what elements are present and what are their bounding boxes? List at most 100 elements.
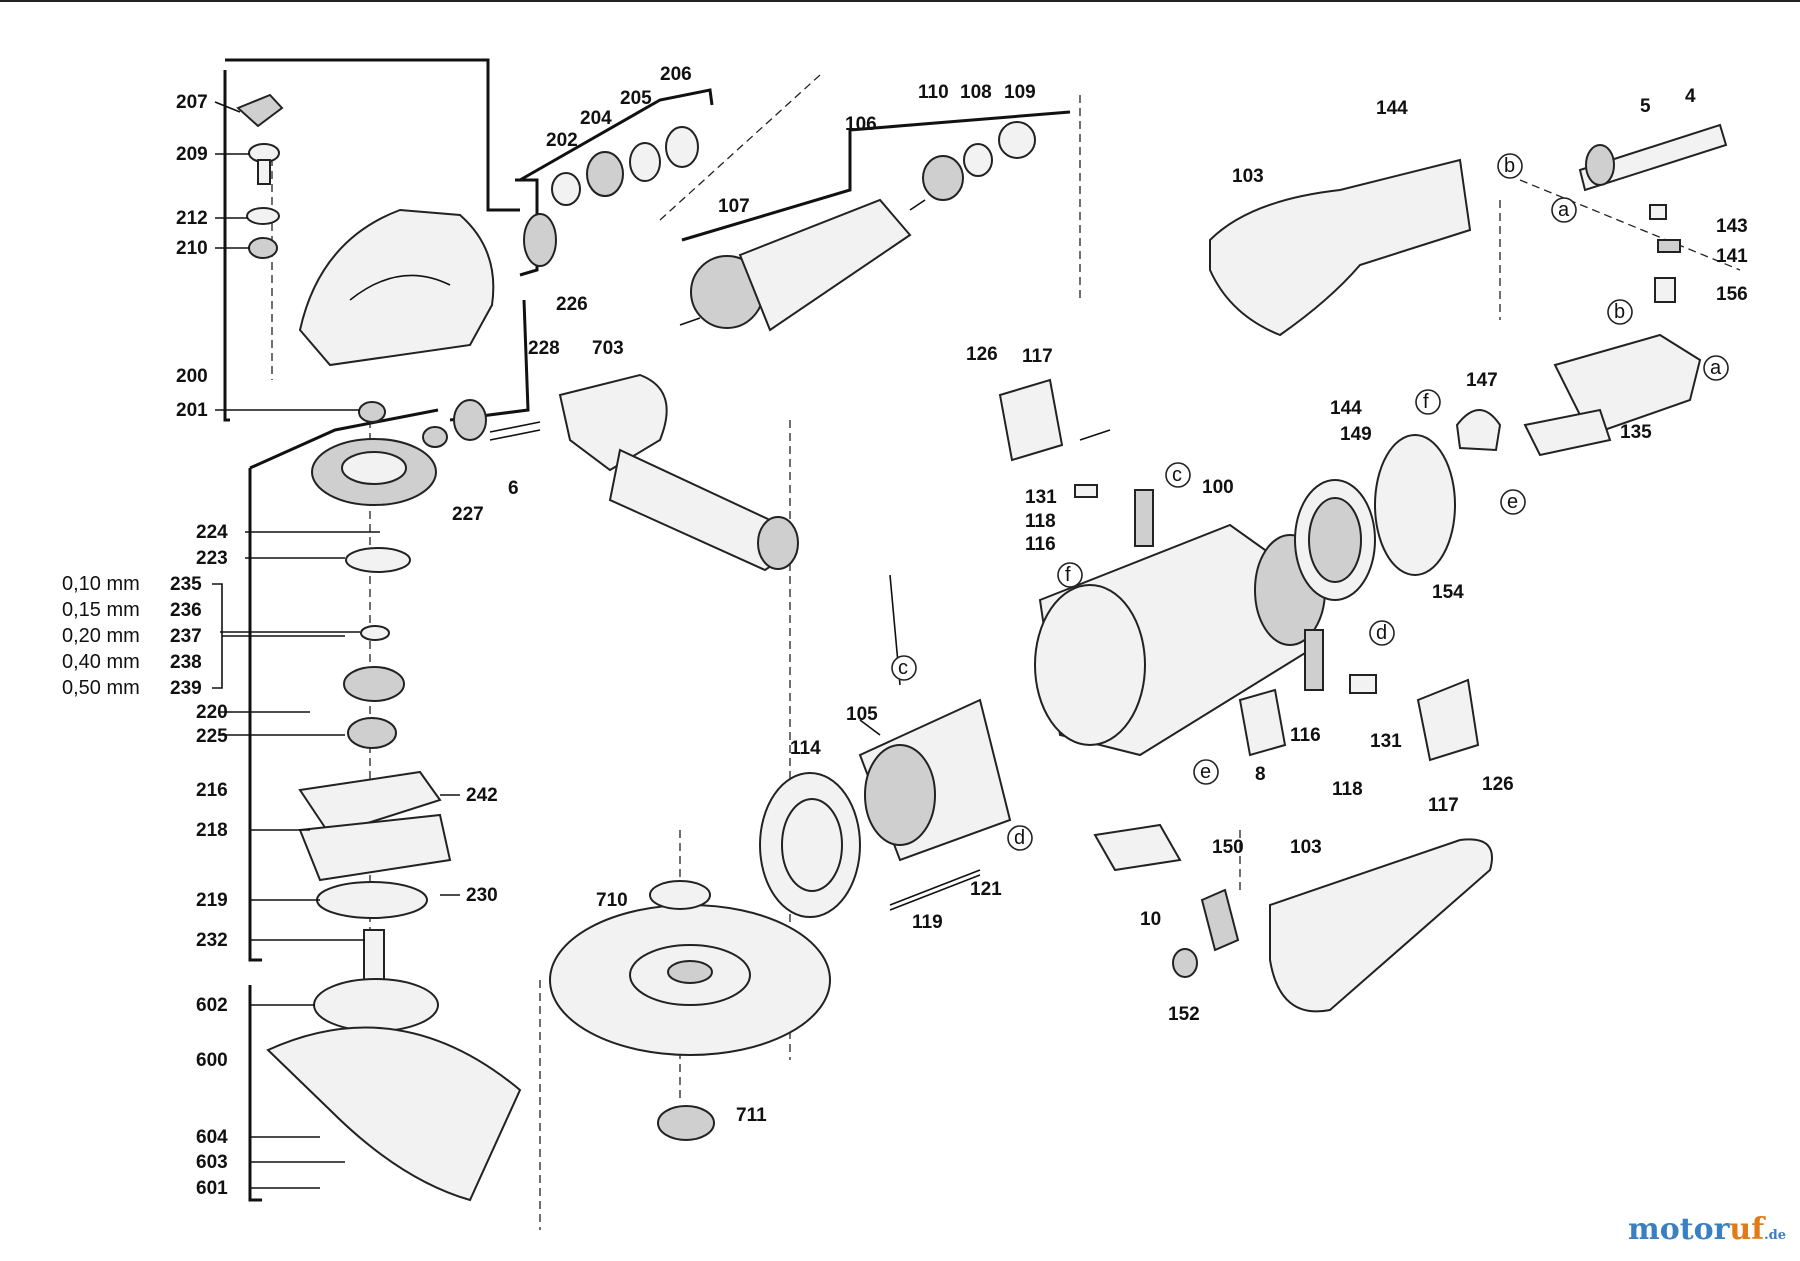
connector-f-1: f xyxy=(1423,391,1429,413)
label-204: 204 xyxy=(580,108,612,129)
label-236: 236 xyxy=(170,600,202,621)
label-223: 223 xyxy=(196,548,228,569)
bevel-gear xyxy=(311,438,437,641)
connector-d-1: d xyxy=(1376,622,1387,644)
label-109: 109 xyxy=(1004,82,1036,103)
label-126-bottom: 126 xyxy=(1482,774,1514,795)
label-147: 147 xyxy=(1466,370,1498,391)
label-121: 121 xyxy=(970,879,1002,900)
spindle-lock-button xyxy=(236,93,284,259)
assembly-guides xyxy=(271,74,1741,1230)
small-pinion-parts xyxy=(422,399,541,448)
label-601: 601 xyxy=(196,1178,228,1199)
label-604: 604 xyxy=(196,1127,228,1148)
shim-label-238: 0,40 mm xyxy=(62,651,140,673)
label-228: 228 xyxy=(528,338,560,359)
label-144-top: 144 xyxy=(1376,98,1408,119)
label-5: 5 xyxy=(1640,96,1651,117)
connector-d-2: d xyxy=(1014,827,1025,849)
label-4: 4 xyxy=(1685,86,1696,107)
label-135: 135 xyxy=(1620,422,1652,443)
label-106: 106 xyxy=(845,114,877,135)
bearing-flange xyxy=(298,770,452,1011)
shim-label-237: 0,20 mm xyxy=(62,625,140,647)
part-labels: 207 209 212 210 200 201 224 223 235 236 … xyxy=(170,64,1748,1199)
label-602: 602 xyxy=(196,995,228,1016)
label-143: 143 xyxy=(1716,216,1748,237)
label-114: 114 xyxy=(790,738,821,759)
label-209: 209 xyxy=(176,144,208,165)
label-116-top: 116 xyxy=(1025,534,1056,555)
shim-label-236: 0,15 mm xyxy=(62,599,140,621)
logo-uf: uf xyxy=(1729,1212,1765,1247)
cord-and-sleeve xyxy=(1455,123,1728,452)
connector-markers: b a b a f e c f d c e d xyxy=(891,153,1729,851)
label-224: 224 xyxy=(196,522,228,543)
label-235: 235 xyxy=(170,574,202,595)
shim-thickness-labels: 0,10 mm 0,15 mm 0,20 mm 0,40 mm 0,50 mm xyxy=(62,573,345,699)
label-210: 210 xyxy=(176,238,208,259)
top-border xyxy=(0,0,1800,2)
watermark-logo: motoruf.de xyxy=(1628,1212,1786,1247)
connector-a-1: a xyxy=(1558,199,1570,221)
logo-motor: motor xyxy=(1627,1212,1730,1247)
shim-label-235: 0,10 mm xyxy=(62,573,140,595)
label-108: 108 xyxy=(960,82,992,103)
label-237: 237 xyxy=(170,626,202,647)
label-207: 207 xyxy=(176,92,208,113)
bearings-lower xyxy=(343,666,405,749)
label-119: 119 xyxy=(912,912,943,933)
label-8: 8 xyxy=(1255,764,1266,785)
rear-bearing-cover xyxy=(1294,434,1456,601)
label-201: 201 xyxy=(176,400,208,421)
label-219: 219 xyxy=(196,890,228,911)
label-117-top: 117 xyxy=(1022,346,1053,367)
label-226: 226 xyxy=(556,294,588,315)
label-131-top: 131 xyxy=(1025,487,1057,508)
label-110: 110 xyxy=(918,82,949,103)
label-216: 216 xyxy=(196,780,228,801)
label-156: 156 xyxy=(1716,284,1748,305)
label-220: 220 xyxy=(196,702,228,723)
label-711: 711 xyxy=(736,1105,767,1126)
label-205: 205 xyxy=(620,88,652,109)
label-212: 212 xyxy=(176,208,208,229)
label-131-bottom: 131 xyxy=(1370,731,1402,752)
label-144-mid: 144 xyxy=(1330,398,1362,419)
label-103-bottom: 103 xyxy=(1290,837,1322,858)
label-242: 242 xyxy=(466,785,498,806)
connector-b-1: b xyxy=(1504,155,1515,177)
label-10: 10 xyxy=(1140,909,1161,930)
fan-baffle xyxy=(759,772,861,918)
label-600: 600 xyxy=(196,1050,228,1071)
label-152: 152 xyxy=(1168,1004,1200,1025)
connector-c-2: c xyxy=(898,657,908,679)
label-118-top: 118 xyxy=(1025,511,1056,532)
label-225: 225 xyxy=(196,726,228,747)
label-103-top: 103 xyxy=(1232,166,1264,187)
side-handle xyxy=(558,373,799,572)
label-703: 703 xyxy=(592,338,624,359)
handle-lower xyxy=(1172,838,1493,1013)
label-105: 105 xyxy=(846,704,878,725)
label-230: 230 xyxy=(466,885,498,906)
pinion-bearings xyxy=(523,126,699,267)
label-126-top: 126 xyxy=(966,344,998,365)
label-6: 6 xyxy=(508,478,519,499)
label-206: 206 xyxy=(660,64,692,85)
label-239: 239 xyxy=(170,678,202,699)
label-141: 141 xyxy=(1716,246,1748,267)
field-coil xyxy=(858,698,1012,911)
guard-clamp-and-guard xyxy=(266,978,522,1202)
switch-assembly xyxy=(1523,333,1702,457)
cutting-disc xyxy=(549,880,831,1141)
label-107: 107 xyxy=(718,196,750,217)
label-232: 232 xyxy=(196,930,228,951)
shim-label-239: 0,50 mm xyxy=(62,677,140,699)
label-116-bottom: 116 xyxy=(1290,725,1321,746)
label-227: 227 xyxy=(452,504,484,525)
label-117-bottom: 117 xyxy=(1428,795,1459,816)
handle-upper xyxy=(1209,158,1472,337)
label-150: 150 xyxy=(1212,837,1244,858)
